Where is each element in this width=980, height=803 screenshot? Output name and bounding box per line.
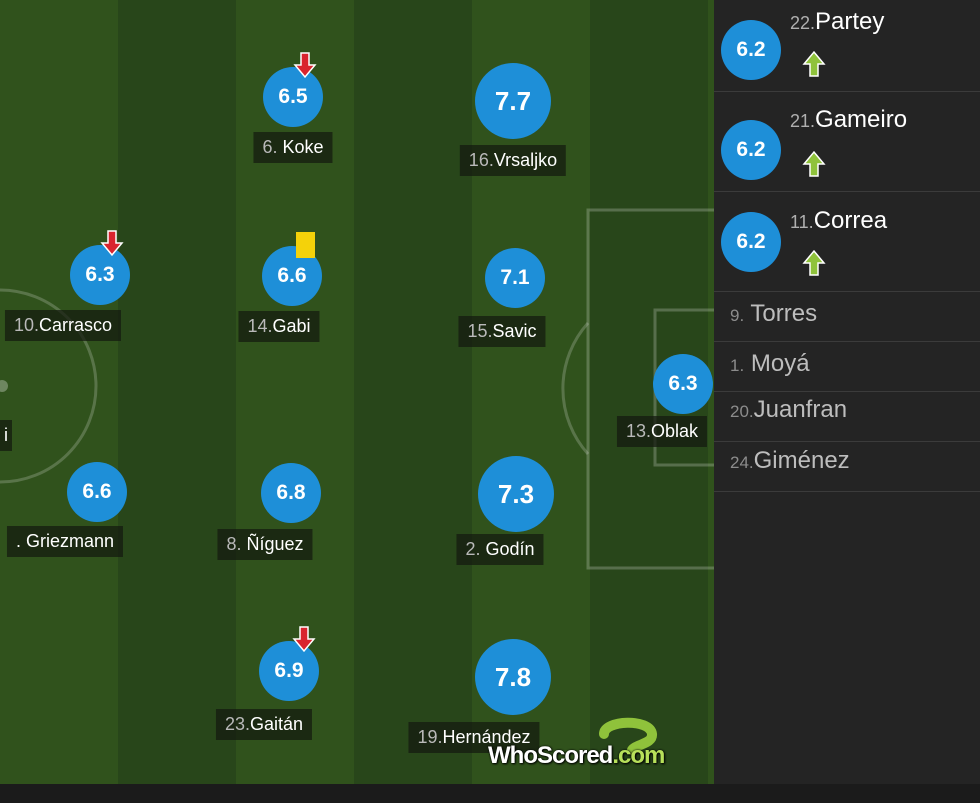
player-rating: 7.7 [475,63,551,139]
pitch-lines [0,208,714,570]
player-name-label: 23.Gaitán [215,709,313,740]
sub-on-arrow-icon [802,50,826,77]
sub-row-correa[interactable]: 6.2 11.Correa [714,192,980,292]
bench-row-gimenez[interactable]: 24.Giménez [714,442,980,492]
pitch: 6.5 6. Koke 7.7 16.Vrsaljko 6.3 10.Carra… [0,0,714,784]
sub-off-arrow-icon [292,626,316,653]
sub-row-gameiro[interactable]: 6.2 21.Gameiro [714,92,980,192]
bench-row-moya[interactable]: 1. Moyá [714,342,980,392]
bench-row-juanfran[interactable]: 20.Juanfran [714,392,980,442]
sub-player-name: 21.Gameiro [790,106,908,133]
player-rating: 6.2 [721,212,781,272]
player-rating: 6.6 [67,462,127,522]
player-rating: 6.2 [721,20,781,80]
player-rating: 6.3 [653,354,713,414]
player-rating: 7.1 [485,248,545,308]
player-name-label: 16.Vrsaljko [459,145,567,176]
player-name-label: 15.Savic [458,316,546,347]
substitutes-panel: 6.2 22.Partey 6.2 21.Gameiro 6.2 11.Corr… [714,0,980,784]
sub-player-name: 22.Partey [790,8,885,35]
bench-player-name: 24.Giménez [730,447,850,474]
player-rating: 6.2 [721,120,781,180]
yellow-card-icon [296,232,315,258]
bench-row-torres[interactable]: 9. Torres [714,292,980,342]
player-name-label: 13.Oblak [616,416,708,447]
player-rating: 6.5 [263,67,323,127]
sub-off-arrow-icon [100,230,124,257]
player-rating: 6.8 [261,463,321,523]
bench-player-name: 9. Torres [730,300,818,327]
player-name-label: 6. Koke [253,132,333,163]
player-name-label: 2. Godín [456,534,544,565]
player-name-label: 14.Gabi [238,311,320,342]
sub-player-name: 11.Correa [790,207,888,234]
sub-row-partey[interactable]: 6.2 22.Partey [714,0,980,92]
sub-off-arrow-icon [293,52,317,79]
bench-player-name: 1. Moyá [730,350,810,377]
player-name-label: 8. Ñíguez [217,529,313,560]
whoscored-watermark: WhoScored.com [488,714,702,776]
player-rating: 6.9 [259,641,319,701]
player-name-label: 10.Carrasco [4,310,122,341]
footer-bar [0,784,980,803]
bench-player-name: 20.Juanfran [730,396,848,423]
player-name-label: . Griezmann [6,526,124,557]
player-rating: 7.8 [475,639,551,715]
whoscored-logo-icon [599,717,657,755]
sub-on-arrow-icon [802,150,826,177]
player-name-label: 19.Hernández [408,722,540,753]
sub-on-arrow-icon [802,249,826,276]
player-rating: 6.3 [70,245,130,305]
watermark-text: WhoScored.com [488,742,665,769]
player-name-label: i [0,420,12,451]
player-rating: 7.3 [478,456,554,532]
